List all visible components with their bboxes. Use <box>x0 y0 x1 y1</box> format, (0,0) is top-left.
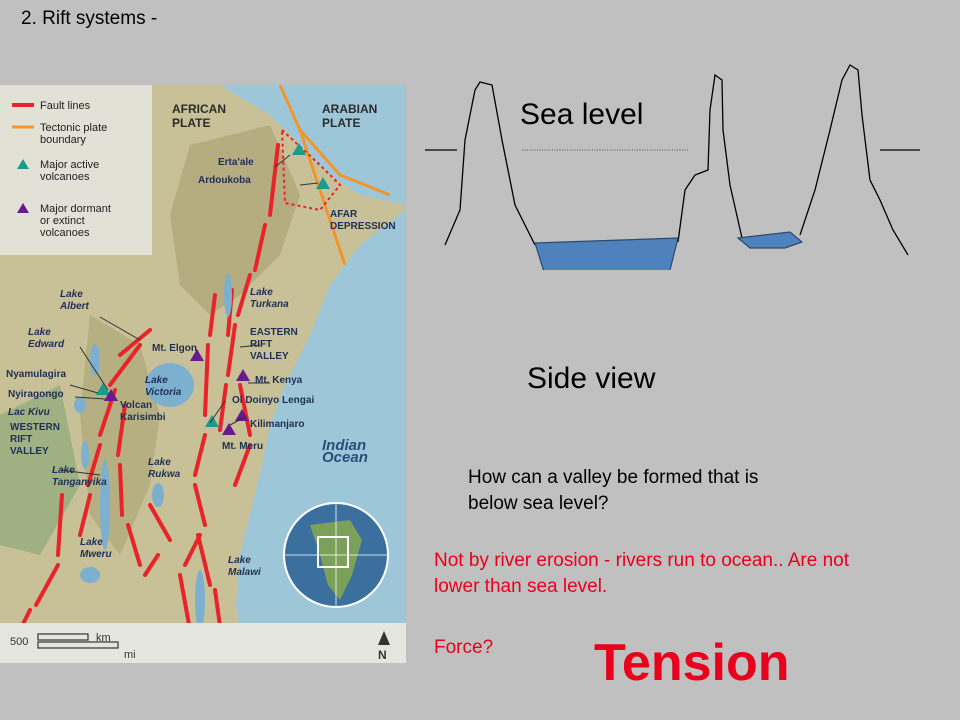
volcano-kilimanjaro <box>235 409 249 421</box>
north-arrow-icon <box>378 631 390 645</box>
scale-mi: mi <box>124 649 136 661</box>
legend-box <box>0 85 152 255</box>
scale-strip <box>0 623 406 663</box>
scale-km: km <box>96 632 111 644</box>
lakes <box>74 273 232 630</box>
scale-bar-mi <box>37 641 119 649</box>
question-text: How can a valley be formed that is below… <box>468 467 759 514</box>
purple-triangle-icon <box>17 203 29 213</box>
side-view-label: Side view <box>527 362 656 395</box>
map-label-lac-kivu: Lac Kivu <box>8 407 50 418</box>
volcano-mt-meru <box>222 423 236 435</box>
volcano-erta-ale <box>292 143 306 155</box>
map-label-mt-meru: Mt. Meru <box>222 441 263 452</box>
plate-boundary <box>278 85 391 197</box>
scale-value: 500 <box>10 636 28 648</box>
terrain-outline <box>444 64 909 256</box>
slide-title: 2. Rift systems - <box>21 8 158 29</box>
map-label-kilimanjaro: Kilimanjaro <box>250 419 304 430</box>
teal-triangle-icon <box>17 159 29 169</box>
force-text: Force? <box>434 637 494 658</box>
map-label-erta-ale: Erta'ale <box>218 157 254 168</box>
volcano-ardoukoba <box>316 177 330 189</box>
rift-lake-large <box>534 237 679 270</box>
highlands <box>170 125 300 315</box>
legend-label-0: Fault lines <box>40 100 91 112</box>
side-view-diagram <box>425 64 920 270</box>
sea-level-label: Sea level <box>520 98 644 131</box>
volcano-nyiragongo <box>104 389 118 401</box>
map-label-ol-doinyo: Ol Doinyo Lengai <box>232 395 314 406</box>
plate-boundary-2 <box>298 129 347 266</box>
map-label-mt-elgon: Mt. Elgon <box>152 343 197 354</box>
globe-highlight-box <box>317 536 349 568</box>
volcano-ol-doinyo <box>205 415 219 427</box>
answer-text: Not by river erosion - rivers run to oce… <box>434 550 850 597</box>
map-label-nyiragongo: Nyiragongo <box>8 389 64 400</box>
north-label: N <box>378 648 387 662</box>
map-label-nyamulagira: Nyamulagira <box>6 369 66 380</box>
volcano-nyamulagira <box>96 383 110 395</box>
volcano-mt-kenya <box>236 369 250 381</box>
map-label-ardoukoba: Ardoukoba <box>198 175 251 186</box>
tension-text: Tension <box>594 634 790 692</box>
map-label-mt-kenya: Mt. Kenya <box>255 375 303 386</box>
scale-bar-km <box>37 633 89 641</box>
volcano-mt-elgon <box>190 349 204 361</box>
afar-triangle <box>280 127 342 212</box>
rift-lake-small <box>736 231 804 249</box>
